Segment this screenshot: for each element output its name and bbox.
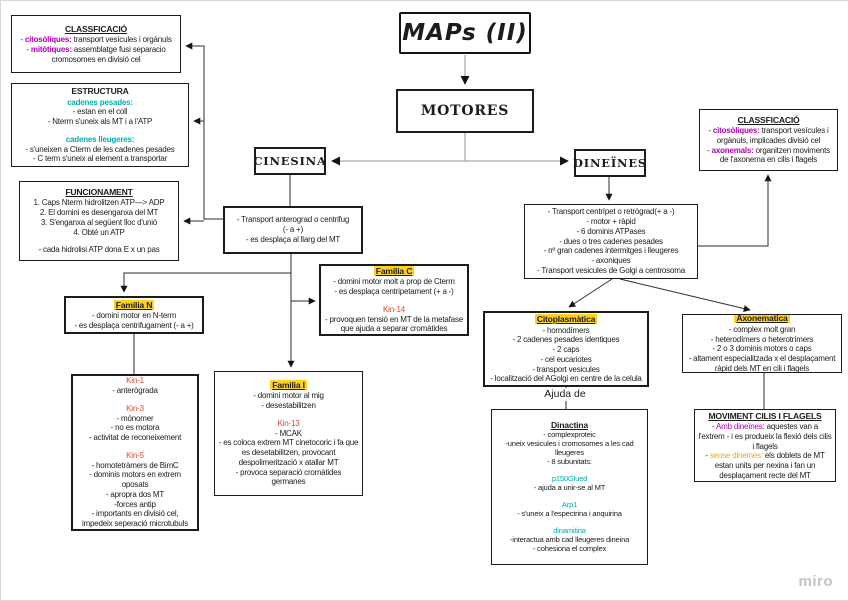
ajuda-de-label: Ajuda de — [532, 388, 598, 401]
estructura-box[interactable]: ESTRUCTURA cadenes pesades:- estan en el… — [11, 83, 189, 167]
box-content: - complex molt gran- heterodímers o hete… — [688, 324, 836, 373]
box-title: Dinactina — [551, 420, 588, 431]
dineines-node[interactable]: DINEÏNES — [573, 149, 647, 177]
box-title: MOVIMENT CILIS I FLAGELS — [708, 410, 822, 421]
kinesin-classification-box[interactable]: CLASSFICACIÓ - citosòliques: transport v… — [11, 15, 181, 73]
box-content: - citosòliques: transport vesícules i or… — [20, 35, 172, 64]
maps-title-label: MAPs (II) — [402, 20, 528, 46]
funcionament-box[interactable]: FUNCIONAMENT 1. Caps Nterm hidrolitzen A… — [19, 181, 179, 261]
dineines-properties-box[interactable]: - Transport centrípet o retrògrad(+ a -)… — [524, 204, 698, 279]
dineines-label: DINEÏNES — [573, 156, 647, 170]
dinactina-box[interactable]: Dinactina - complexproteic-uneix vesicul… — [491, 409, 648, 565]
edge-properties-axonematica — [619, 278, 751, 312]
box-content: - domini motor en N-term- es desplaça ce… — [74, 311, 194, 330]
familia-n-box[interactable]: Familia N - domini motor en N-term- es d… — [64, 296, 204, 334]
axonematica-box[interactable]: Axonematica - complex molt gran- heterod… — [682, 314, 842, 373]
box-title: Familia N — [113, 299, 155, 310]
box-title: Axonematica — [734, 314, 790, 324]
cinesina-node[interactable]: CINESINA — [253, 147, 327, 175]
motores-node[interactable]: MOTORES — [396, 89, 534, 133]
cinesina-label: CINESINA — [253, 154, 327, 168]
box-title: CLASSFICACIÓ — [737, 114, 800, 125]
box-title: ESTRUCTURA — [71, 86, 129, 97]
box-content: - Amb dineïnes: aquestes van a l'extrem … — [698, 422, 832, 480]
miro-watermark: miro — [798, 573, 833, 590]
box-title: Familia C — [373, 265, 415, 276]
dyneins-classification-box[interactable]: CLASSFICACIÓ - citosòliques: transport v… — [699, 109, 838, 171]
box-content: - citosòliques: transport vesícules i or… — [707, 126, 830, 165]
familia-c-box[interactable]: Familia C - domini motor molt a prop de … — [319, 264, 469, 336]
box-title: Familia I — [270, 379, 307, 390]
box-content: - homodímers- 2 cadenes pesades identiqu… — [490, 325, 642, 384]
box-title: FUNCIONAMENT — [65, 186, 133, 197]
edge-transport-familia-n — [120, 272, 291, 293]
edge-properties-citoplasmatica — [568, 278, 613, 308]
box-content: - Transport centrípet o retrògrad(+ a -)… — [537, 207, 685, 275]
motores-label: MOTORES — [420, 103, 510, 119]
box-content: - Transport anterograd o centrifug(- a +… — [236, 215, 350, 244]
maps-title-node[interactable]: MAPs (II) — [399, 12, 531, 54]
edge-trunk-classificacio — [185, 42, 223, 220]
box-content: cadenes pesades:- estan en el coll- Nter… — [25, 97, 175, 164]
box-title: Citoplasmàtica — [534, 314, 598, 325]
box-content: - complexproteic-uneix vesicules i cromo… — [505, 430, 634, 553]
cinesina-transport-box[interactable]: - Transport anterograd o centrifug(- a +… — [223, 206, 363, 254]
box-content: - domini motor molt a prop de Cterm- es … — [325, 277, 463, 334]
citoplasmatica-box[interactable]: Citoplasmàtica - homodímers- 2 cadenes p… — [483, 311, 649, 387]
edge-properties-classificacio — [698, 174, 772, 247]
moviment-cilis-flagels-box[interactable]: MOVIMENT CILIS I FLAGELS - Amb dineïnes:… — [694, 409, 836, 482]
box-title: CLASSFICACIÓ — [64, 23, 128, 34]
familia-i-box[interactable]: Familia I - domini motor al mig- desesta… — [214, 371, 363, 496]
